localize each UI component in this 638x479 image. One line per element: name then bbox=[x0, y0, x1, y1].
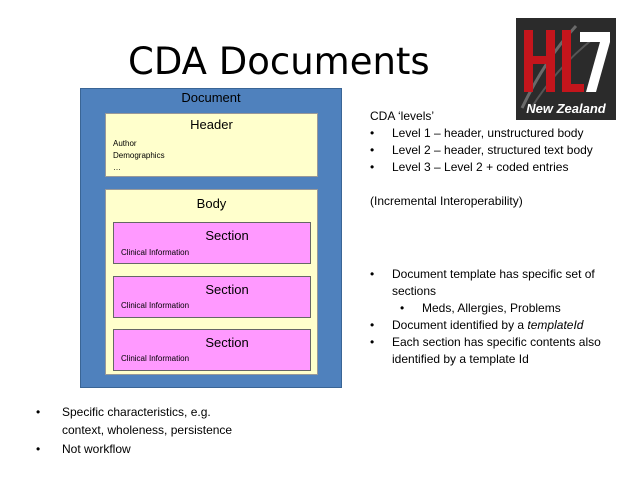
header-box bbox=[105, 113, 318, 177]
template-text-1b: sections bbox=[392, 284, 437, 298]
bottom-text-1a: Specific characteristics, e.g. bbox=[62, 405, 211, 419]
header-item-ellipsis: … bbox=[113, 163, 121, 172]
template-text-3a: Each section has specific contents also bbox=[392, 335, 601, 349]
template-sub-text: Meds, Allergies, Problems bbox=[422, 301, 561, 315]
levels-heading: CDA ‘levels’ bbox=[370, 109, 435, 123]
bullet: • bbox=[370, 267, 375, 281]
bullet: • bbox=[370, 335, 375, 349]
bullet: • bbox=[36, 442, 41, 456]
bullet: • bbox=[36, 405, 41, 419]
section-box-3 bbox=[113, 329, 311, 371]
bullet: • bbox=[370, 318, 375, 332]
template-text-3b: identified by a template Id bbox=[392, 352, 529, 366]
logo-caption: New Zealand bbox=[526, 101, 606, 116]
section-sub-2: Clinical Information bbox=[121, 301, 190, 310]
section-sub-3: Clinical Information bbox=[121, 354, 190, 363]
section-box-2 bbox=[113, 276, 311, 318]
template-text-1a: Document template has specific set of bbox=[392, 267, 595, 281]
header-items: Author Demographics … bbox=[113, 138, 165, 174]
slide-title: CDA Documents bbox=[128, 40, 430, 83]
section-box-1 bbox=[113, 222, 311, 264]
section-label-1: Section bbox=[205, 228, 249, 243]
bullet: • bbox=[370, 160, 375, 174]
section-label-3: Section bbox=[205, 335, 249, 350]
document-label: Document bbox=[181, 90, 241, 105]
bottom-text-1b: context, wholeness, persistence bbox=[62, 423, 233, 437]
section-label-2: Section bbox=[205, 282, 249, 297]
bullet: • bbox=[370, 126, 375, 140]
template-id-term: templateId bbox=[527, 318, 584, 332]
header-item-author: Author bbox=[113, 139, 137, 148]
template-text-2-prefix: Document identified by a bbox=[392, 318, 528, 332]
interop-note: (Incremental Interoperability) bbox=[370, 194, 523, 208]
level-text-1: Level 1 – header, unstructured body bbox=[392, 126, 584, 140]
level-text-3: Level 3 – Level 2 + coded entries bbox=[392, 160, 569, 174]
bullet: • bbox=[370, 143, 375, 157]
hl7-logo-graphic bbox=[516, 18, 616, 120]
bottom-text-2: Not workflow bbox=[62, 442, 131, 456]
template-text-2: Document identified by a templateId bbox=[392, 316, 583, 334]
level-text-2: Level 2 – header, structured text body bbox=[392, 143, 593, 157]
header-item-demographics: Demographics bbox=[113, 151, 165, 160]
body-label: Body bbox=[196, 196, 227, 211]
hl7-new-zealand-logo: New Zealand bbox=[516, 18, 616, 120]
bullet: • bbox=[400, 301, 405, 315]
header-label: Header bbox=[190, 117, 233, 132]
section-sub-1: Clinical Information bbox=[121, 248, 190, 257]
